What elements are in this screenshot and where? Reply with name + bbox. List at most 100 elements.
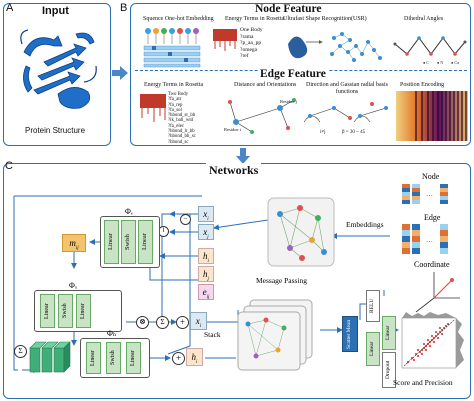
feature-cube-stack [29, 341, 71, 373]
stacked-graphs [237, 299, 313, 371]
panel-b-letter: B [120, 2, 128, 14]
node-energy-list: One Body ?rama ?p_aa_pp ?omega ?ref [240, 27, 262, 60]
arrow-b-to-c [236, 148, 250, 164]
x-j-label: x [203, 227, 208, 237]
scatter-mean-block: Scatter Mean [342, 316, 358, 352]
x-j-box: xj [198, 224, 214, 240]
m-ij-box: mij [62, 234, 86, 252]
phi-x-linear-1-text: Linear [44, 303, 50, 319]
phi-x-label: Φₓ [69, 281, 78, 290]
residue-j-label: Residue j [280, 99, 297, 104]
dihedral-graphic: ● C ● N ● Cα [393, 36, 467, 65]
residue-i-label: Residue i [224, 127, 241, 132]
message-passing-graph [267, 197, 335, 267]
coordinate-axes-icon [415, 272, 460, 313]
node-energy-term: One Body [240, 27, 263, 33]
node-item-energy: Energy Terms in Rosetta [225, 16, 285, 22]
h-i-label: h [203, 251, 208, 261]
svg-text:● C: ● C [423, 60, 429, 65]
phi-h-linear-2: Linear [126, 342, 141, 374]
edge-energy-list: Two Body ?fa_atr ?fa_rep ?fa_sol ?hbond_… [168, 92, 196, 145]
h-next-label: h [191, 352, 197, 362]
phi-e-swish: Swish [121, 220, 136, 264]
onehot-embedding-graphic [143, 28, 201, 68]
phi-x-linear-2: Linear [76, 294, 91, 328]
phi-e-linear-1-text: Linear [107, 233, 114, 251]
embeddings-label: Embeddings [346, 220, 384, 229]
panel-c-letter: C [5, 160, 13, 172]
phi-e-swish-text: Swish [124, 234, 131, 250]
phi-x-linear-2-text: Linear [80, 303, 86, 319]
edge-energy-term: ?fa_rep [168, 102, 183, 108]
node-energy-term: ?rama [240, 33, 254, 40]
x-next-box: xi [190, 312, 207, 330]
edge-energy-term: ?hbond_lr_bb [168, 129, 195, 135]
edge-energy-term: ?fa_elec [168, 123, 184, 129]
panel-a [3, 3, 111, 146]
message-passing-label: Message Passing [256, 276, 308, 285]
svg-text:● N: ● N [437, 60, 443, 65]
edge-item-energy: Energy Terms in Rosetta [144, 82, 204, 88]
edge-item-direction: Direction and Gassian radial basis funct… [306, 82, 388, 95]
linear-head-1-block: Linear [366, 332, 380, 366]
panel-a-title: Input [42, 5, 69, 17]
score-precision-label: Score and Precision [393, 378, 453, 387]
panel-a-caption: Protein Structure [25, 126, 86, 135]
svg-text:● Cα: ● Cα [451, 60, 459, 65]
node-item-onehot: Squence One-hot Embedding [143, 16, 214, 22]
edge-energy-term: ?fa_atr [168, 97, 182, 103]
direction-rbf-graphic [303, 102, 388, 123]
x-next-label: x [195, 316, 200, 326]
node-feature-title: Node Feature [255, 3, 322, 15]
phi-h-linear-1: Linear [86, 342, 101, 374]
phi-e-linear-2-text: Linear [141, 233, 148, 251]
legend-node-label: Node [422, 172, 440, 181]
usr-graphic [288, 32, 382, 62]
stack-label: Stack [204, 330, 221, 339]
phi-h-linear-2-text: Linear [130, 350, 136, 366]
phi-h-linear-1-text: Linear [90, 350, 96, 366]
protein-ribbon-image [20, 29, 97, 109]
svg-text:…: … [426, 236, 433, 244]
subtract-op-icon: − [180, 214, 191, 225]
edge-energy-term: Two Body [168, 92, 189, 97]
add-op-h-icon: + [172, 352, 185, 365]
x-i-label: x [203, 209, 208, 219]
linear-head-2-block: Linear [382, 316, 396, 350]
angle-label-2: β = 30 ~ 45 [342, 130, 366, 135]
edge-feature-title: Edge Feature [258, 68, 328, 80]
phi-h-swish: Swish [106, 342, 121, 374]
h-i-box: hi [198, 248, 214, 264]
panel-a-letter: A [6, 2, 14, 14]
node-energy-term: ?p_aa_pp [240, 40, 262, 46]
phi-x-swish-text: Swish [62, 303, 68, 319]
phi-e-linear-2: Linear [138, 220, 153, 264]
edge-energy-term: ?lk_ball_wtd [168, 118, 194, 124]
dropout-text: Dropout [385, 360, 391, 380]
phi-x-swish: Swish [58, 294, 73, 328]
node-energy-term: ?omega [240, 46, 258, 53]
score-scatter-plot [401, 312, 464, 369]
edge-energy-graphic [140, 94, 166, 122]
node-item-usr: Ultrafast Shape Recognition(USR) [283, 16, 367, 22]
sum-op-icon: Σ [156, 316, 169, 329]
x-i-box: xi [198, 206, 214, 222]
node-item-dihedral: Dihedral Angles [404, 16, 444, 22]
linear-head-2-text: Linear [385, 325, 391, 341]
relu-text: RELU [369, 298, 375, 314]
edge-energy-term: ?hbond_bb_sc [168, 134, 196, 140]
arrow-a-to-b [112, 66, 128, 80]
h-j-label: h [203, 269, 208, 279]
edge-embedding-swatch: … [402, 224, 448, 254]
scatter-mean-text: Scatter Mean [346, 319, 352, 349]
phi-x-linear-1: Linear [40, 294, 55, 328]
distance-orientation-graphic [228, 98, 296, 134]
relu-block: RELU [366, 290, 380, 322]
angle-label-1: i≠j [320, 130, 326, 135]
e-ij-box: eij [198, 284, 214, 300]
m-ij-label: m [69, 238, 76, 248]
node-energy-term: ?ref [240, 53, 249, 59]
e-ij-label: e [202, 287, 207, 297]
phi-h-label: Φₕ [107, 329, 117, 338]
multiply-op-icon: ⊗ [136, 316, 149, 329]
